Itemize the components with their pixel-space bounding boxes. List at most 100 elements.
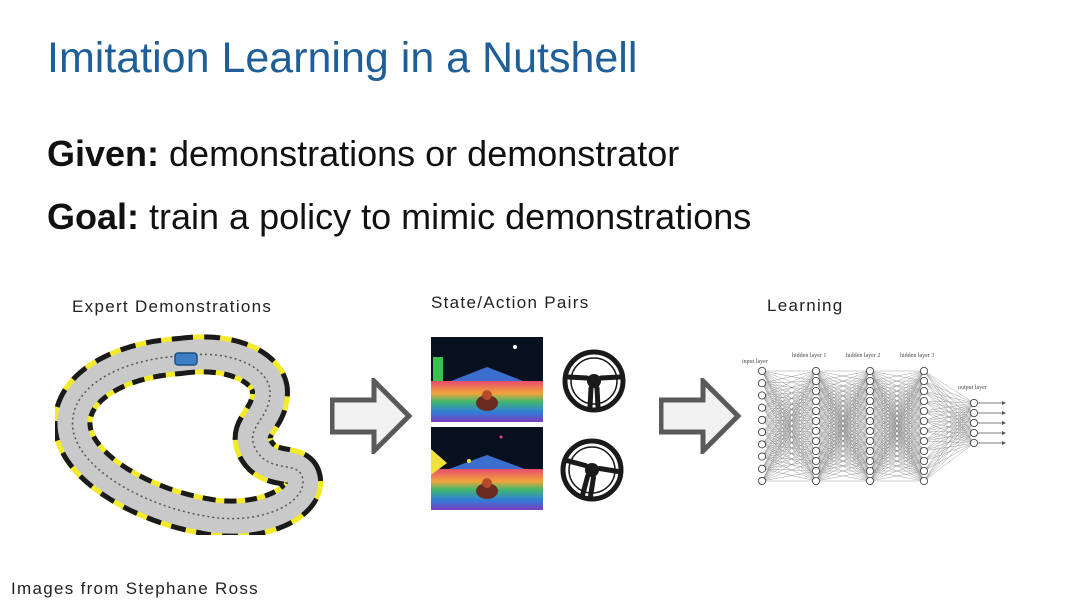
nn-output-arrowhead <box>1002 421 1006 425</box>
nn-edge <box>815 470 871 482</box>
nn-edge <box>761 370 817 445</box>
nn-node <box>757 379 766 388</box>
nn-edge <box>869 470 925 482</box>
nn-edge <box>761 400 817 469</box>
nn-edge <box>869 370 925 402</box>
nn-edge <box>815 440 871 482</box>
nn-edge <box>923 422 975 482</box>
nn-edge <box>761 370 817 482</box>
steering-wheel-icon-2 <box>560 438 624 502</box>
right-arrow-icon <box>330 378 412 454</box>
nn-edge <box>761 370 817 433</box>
nn-edge <box>815 370 871 472</box>
nn-hidden3-label: hidden layer 3 <box>900 353 934 359</box>
steering-wheel-icon-1 <box>562 349 626 413</box>
nn-node <box>757 464 766 473</box>
nn-edge <box>761 370 817 396</box>
nn-edge <box>923 390 975 404</box>
nn-input-label: input layer <box>742 359 768 365</box>
nn-node <box>865 377 874 386</box>
nn-node <box>757 428 766 437</box>
nn-node <box>812 437 821 446</box>
nn-nodes <box>757 366 978 485</box>
goal-text: train a policy to mimic demonstrations <box>139 196 752 237</box>
nn-hidden1-label: hidden layer 1 <box>792 353 826 359</box>
nn-edge <box>923 402 975 412</box>
nn-edge <box>869 370 925 462</box>
nn-edge <box>761 410 817 445</box>
nn-node <box>812 467 821 476</box>
nn-edge <box>761 370 817 469</box>
nn-node <box>812 387 821 396</box>
nn-edge <box>761 370 817 382</box>
learning-caption: Learning <box>767 296 844 315</box>
nn-node <box>757 415 766 424</box>
nn-output-label: output layer <box>958 385 987 391</box>
nn-node <box>969 439 978 448</box>
nn-output-arrowhead <box>1002 401 1006 405</box>
nn-edge <box>869 370 925 392</box>
nn-edge <box>761 410 817 482</box>
nn-edge <box>923 412 975 482</box>
given-label: Given: <box>47 133 160 174</box>
goal-line: Goal: train a policy to mimic demonstrat… <box>47 196 751 238</box>
nn-edge <box>923 432 975 482</box>
nn-edge <box>815 370 871 402</box>
nn-edge <box>815 460 871 482</box>
nn-node <box>969 429 978 438</box>
nn-edge <box>869 370 925 422</box>
nn-output-arrowhead <box>1002 411 1006 415</box>
expert-caption: Expert Demonstrations <box>72 297 273 316</box>
nn-node <box>865 366 874 375</box>
nn-edge <box>761 380 817 469</box>
nn-node <box>757 403 766 412</box>
nn-node <box>757 440 766 449</box>
nn-edge <box>761 380 817 445</box>
nn-edge <box>869 370 925 382</box>
nn-edge <box>869 370 925 432</box>
nn-edge <box>869 370 925 412</box>
nn-node <box>969 419 978 428</box>
nn-connections <box>761 370 1006 482</box>
nn-node <box>865 387 874 396</box>
nn-node <box>812 377 821 386</box>
nn-node <box>812 427 821 436</box>
nn-node <box>919 407 928 416</box>
nn-node <box>969 399 978 408</box>
nn-edge <box>761 390 817 445</box>
track-racing-line <box>71 353 304 520</box>
nn-edge <box>923 402 975 472</box>
nn-edge <box>869 390 925 482</box>
nn-edge <box>815 420 871 482</box>
game-screenshot-1 <box>431 337 543 422</box>
nn-edge <box>761 370 817 392</box>
nn-edge <box>923 402 975 442</box>
nn-node <box>812 366 821 375</box>
nn-node <box>812 457 821 466</box>
nn-node <box>919 377 928 386</box>
nn-node <box>757 391 766 400</box>
nn-edge <box>815 370 871 452</box>
nn-node <box>865 437 874 446</box>
nn-edge <box>761 370 817 384</box>
game-screenshot-2 <box>431 427 543 510</box>
neural-network-diagram: input layer hidden layer 1 hidden layer … <box>742 353 1006 485</box>
nn-edge <box>815 370 871 422</box>
car-icon <box>174 352 198 366</box>
nn-node <box>865 417 874 426</box>
nn-edge <box>869 400 925 482</box>
nn-edge <box>761 420 817 457</box>
nn-hidden2-label: hidden layer 2 <box>846 353 880 359</box>
nn-edge <box>761 370 817 421</box>
race-track-illustration <box>55 334 323 535</box>
nn-edge <box>815 370 871 412</box>
nn-edge <box>869 460 925 482</box>
nn-edge <box>815 370 871 462</box>
nn-edge <box>923 402 975 462</box>
nn-node <box>919 387 928 396</box>
nn-node <box>812 397 821 406</box>
nn-edge <box>869 420 925 482</box>
nn-edge <box>761 420 817 445</box>
nn-node <box>757 366 766 375</box>
nn-edge <box>761 420 817 469</box>
